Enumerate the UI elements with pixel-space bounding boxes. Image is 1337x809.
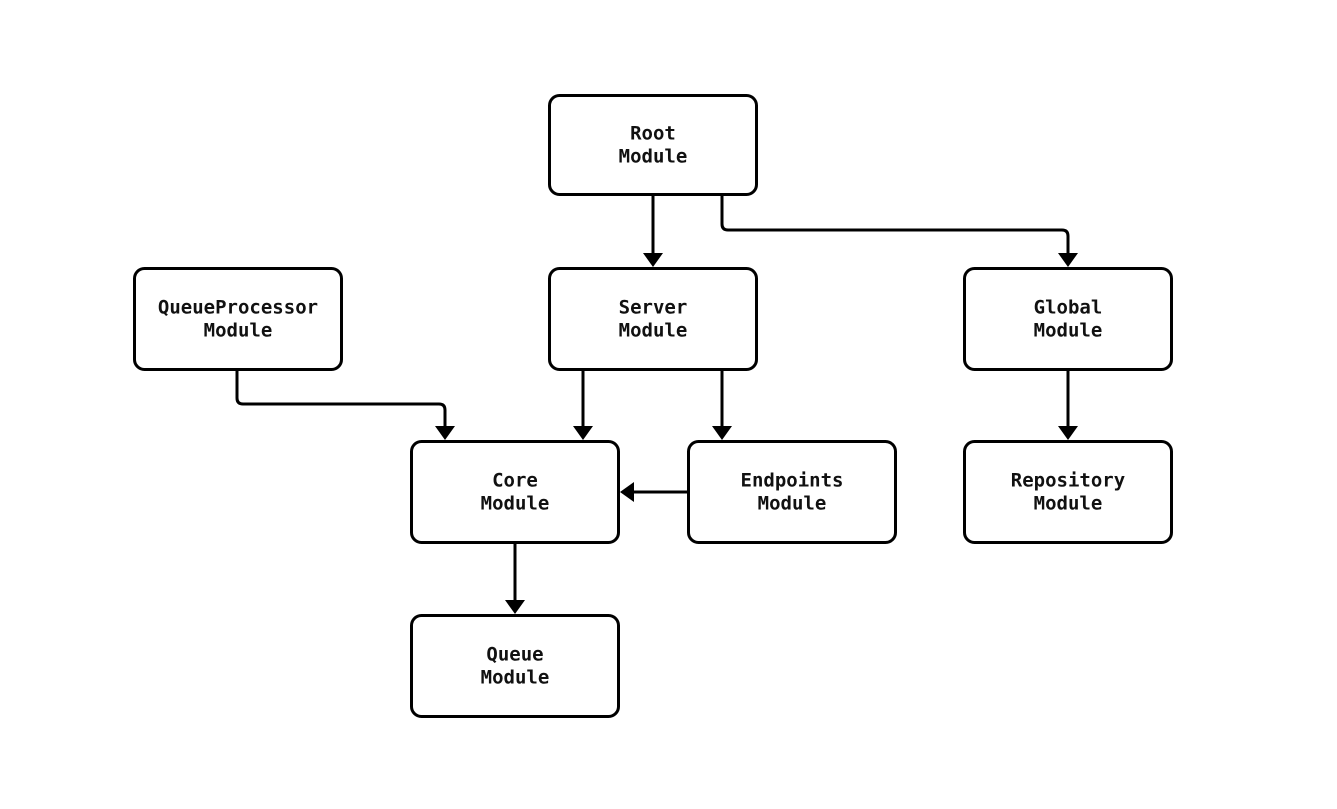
edge-server-to-core	[573, 371, 593, 440]
global-module-node-label-line2: Module	[1034, 320, 1103, 342]
edge-global-to-repository-arrowhead-icon	[1058, 426, 1078, 440]
endpoints-module-node-box[interactable]	[687, 440, 897, 544]
repository-module-node-box[interactable]	[963, 440, 1173, 544]
edge-server-to-endpoints	[712, 371, 732, 440]
queue-module-node-box[interactable]	[410, 614, 620, 718]
core-module-node-box[interactable]	[410, 440, 620, 544]
endpoints-module-node-label-line2: Module	[758, 493, 827, 515]
repository-module-node-label-line1: Repository	[1011, 470, 1125, 492]
edge-root-to-global	[720, 196, 1078, 267]
global-module-node-label-line1: Global	[1034, 297, 1103, 319]
edge-core-to-queue-arrowhead-icon	[505, 600, 525, 614]
edge-global-to-repository	[1058, 371, 1078, 440]
edge-root-to-server	[643, 196, 663, 267]
root-module-node-label-line1: Root	[630, 123, 676, 145]
edge-server-to-endpoints-arrowhead-icon	[712, 426, 732, 440]
queue-module-node-label-line1: Queue	[486, 644, 543, 666]
queueprocessor-module-node-box[interactable]	[133, 267, 343, 371]
core-module-node-label-line2: Module	[481, 493, 550, 515]
core-module-node-label-line1: Core	[492, 470, 538, 492]
edges-layer	[235, 196, 1078, 614]
root-module-node-label-line2: Module	[619, 146, 688, 168]
root-module-node-box[interactable]	[548, 94, 758, 196]
server-module-node-label-line2: Module	[619, 320, 688, 342]
edge-queueprocessor-to-core-arrowhead-icon	[435, 426, 455, 440]
edge-root-to-global-line	[720, 196, 1070, 253]
edge-endpoints-to-core-arrowhead-icon	[620, 482, 634, 502]
queueprocessor-module-node-label-line2: Module	[204, 320, 273, 342]
edge-queueprocessor-to-core-line	[235, 371, 447, 426]
queue-module-node-label-line2: Module	[481, 667, 550, 689]
edge-queueprocessor-to-core	[235, 371, 455, 440]
edge-root-to-server-arrowhead-icon	[643, 253, 663, 267]
edge-core-to-queue	[505, 544, 525, 614]
edge-endpoints-to-core	[620, 482, 687, 502]
nodes-layer: RootModuleQueueProcessorModuleServerModu…	[133, 94, 1173, 718]
edge-root-to-global-arrowhead-icon	[1058, 253, 1078, 267]
server-module-node-label-line1: Server	[619, 297, 688, 319]
queueprocessor-module-node-label-line1: QueueProcessor	[158, 297, 318, 319]
global-module-node-box[interactable]	[963, 267, 1173, 371]
endpoints-module-node-label-line1: Endpoints	[741, 470, 844, 492]
server-module-node-box[interactable]	[548, 267, 758, 371]
repository-module-node-label-line2: Module	[1034, 493, 1103, 515]
edge-server-to-core-arrowhead-icon	[573, 426, 593, 440]
